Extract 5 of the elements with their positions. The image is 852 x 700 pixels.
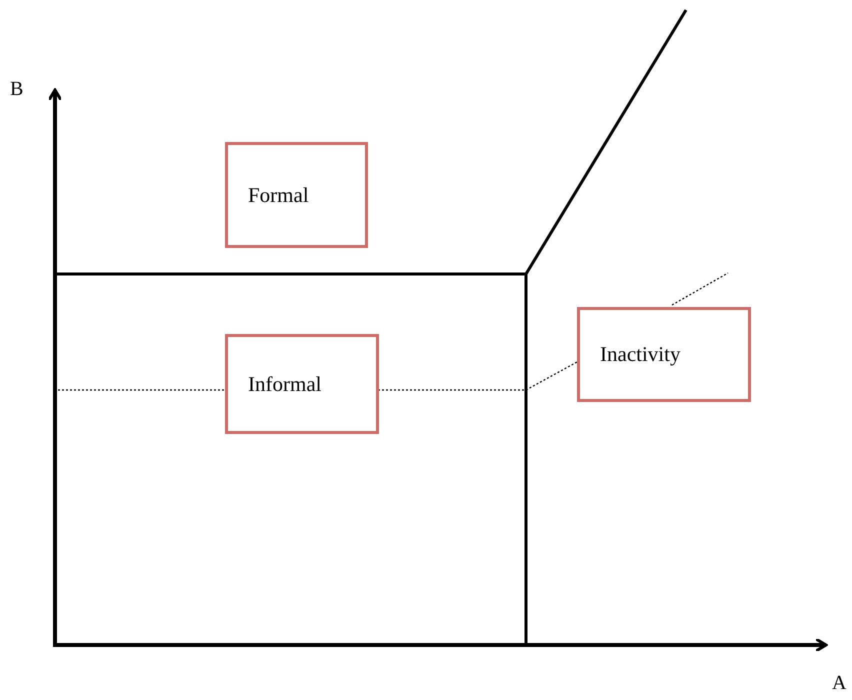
axis-label: B: [10, 78, 24, 101]
axis-label: A: [832, 672, 846, 695]
region-box: Formal: [225, 142, 368, 248]
region-box: Inactivity: [577, 307, 751, 402]
region-box: Informal: [225, 334, 379, 434]
